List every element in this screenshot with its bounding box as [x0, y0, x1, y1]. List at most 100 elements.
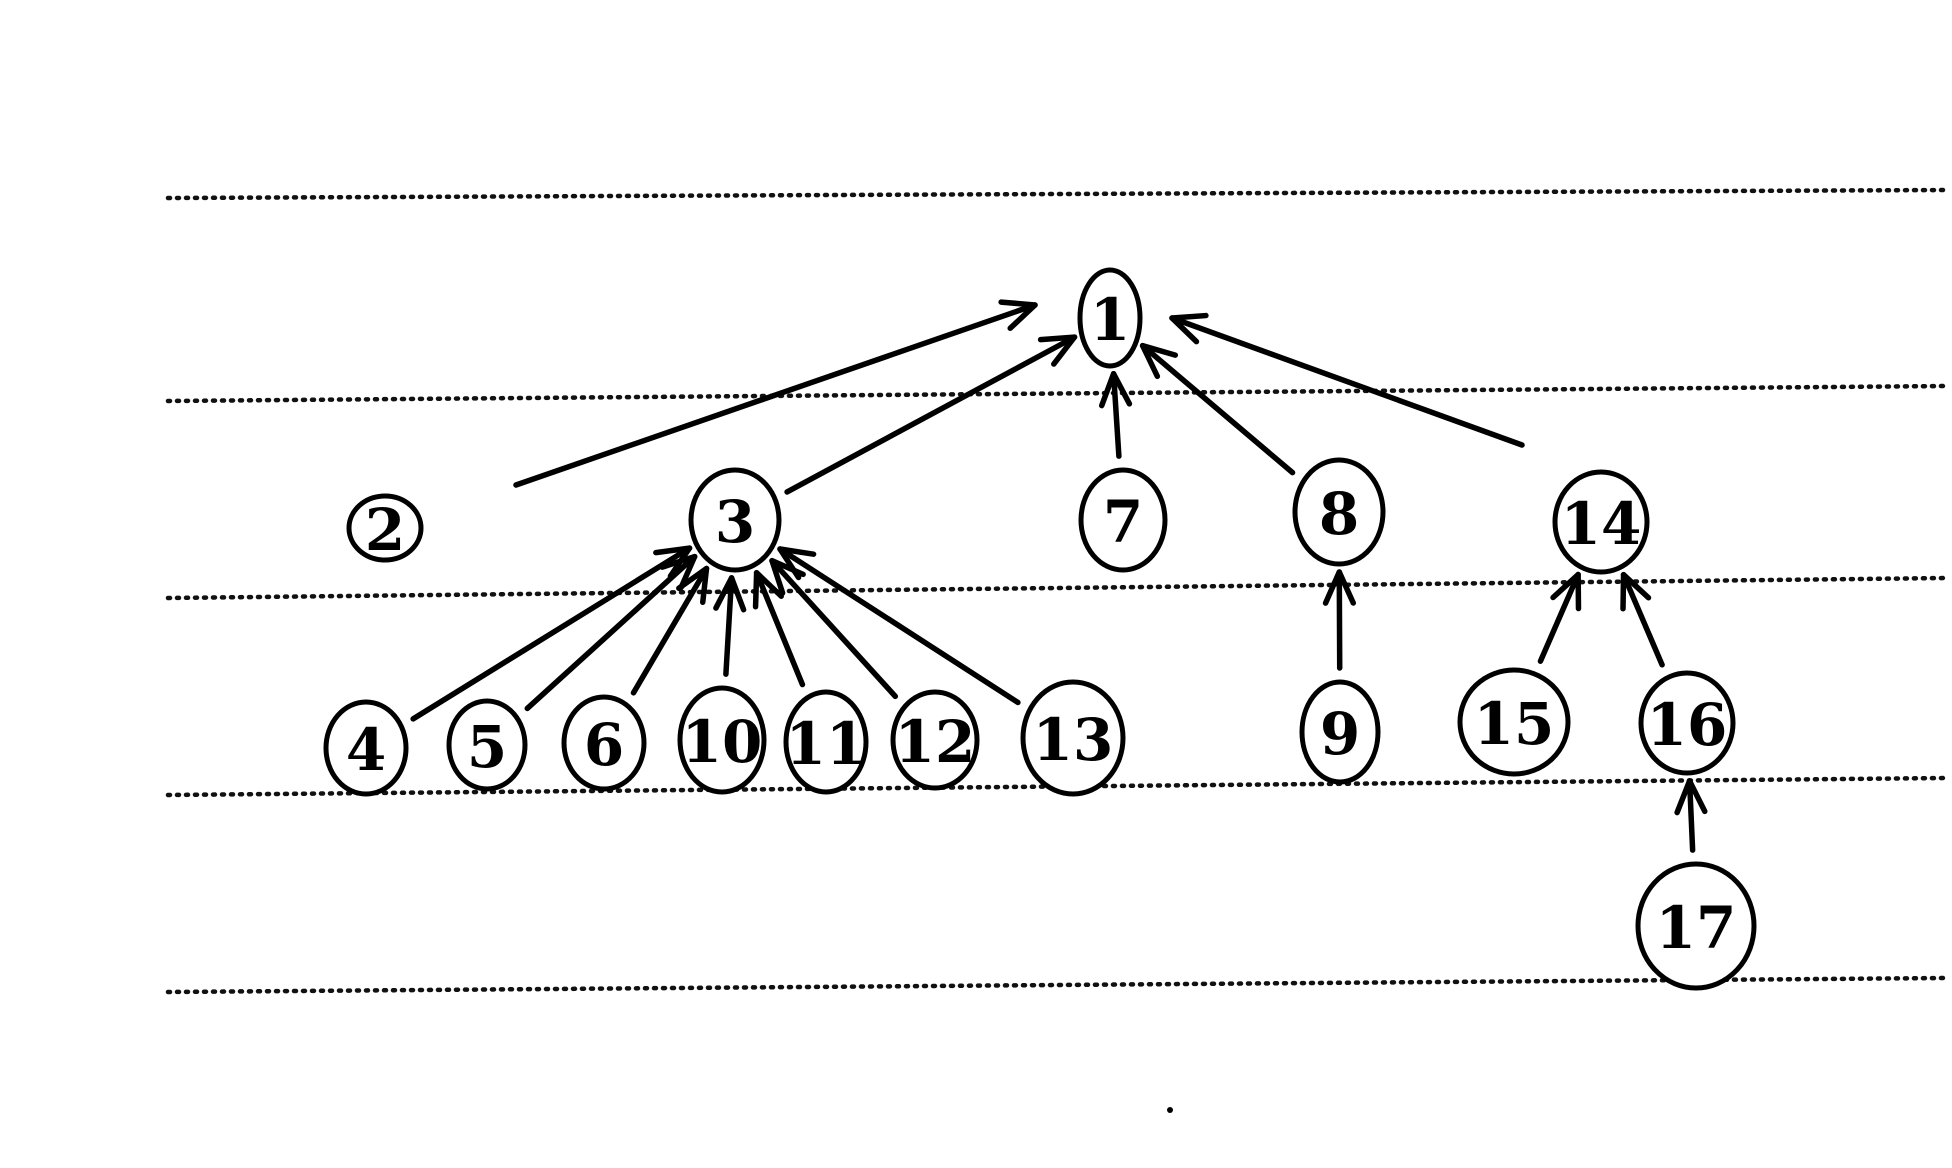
edge-11-to-3: [752, 569, 806, 688]
node-ring: [1020, 679, 1126, 797]
arrow-head: [1169, 312, 1209, 345]
node-2: 2: [346, 493, 424, 564]
edge-16-to-14: [1620, 571, 1665, 668]
edge-line: [1169, 315, 1525, 448]
node-label: 5: [467, 713, 507, 781]
node-label: 7: [1103, 488, 1143, 556]
node-label: 17: [1656, 894, 1737, 962]
edge-15-to-14: [1537, 571, 1582, 664]
edge-9-to-8: [1322, 569, 1357, 671]
edge-line: [524, 553, 698, 712]
node-label: 12: [895, 708, 976, 776]
node-ring: [1638, 670, 1736, 776]
node-ring: [1078, 467, 1168, 573]
edge-3-to-1: [784, 334, 1078, 495]
arrow-head: [1322, 569, 1357, 606]
node-ring: [346, 493, 424, 563]
dotted-rules: [165, 187, 1951, 995]
node-9: 9: [1299, 679, 1381, 785]
node-label: 15: [1474, 690, 1555, 758]
arrow-head: [676, 565, 710, 606]
node-label: 8: [1319, 480, 1359, 548]
node-17: 17: [1635, 861, 1757, 991]
node-ring: [561, 694, 647, 792]
arrow-head: [653, 545, 693, 579]
arrow-head: [713, 575, 747, 613]
node-label: 16: [1647, 691, 1728, 759]
edge-5-to-3: [524, 553, 698, 712]
edge-line: [1537, 571, 1581, 664]
edge-17-to-16: [1674, 778, 1708, 853]
node-label: 13: [1033, 706, 1114, 774]
node-4: 4: [323, 699, 409, 797]
edges: [410, 299, 1708, 853]
node-ring: [783, 689, 869, 795]
arrow-head: [998, 299, 1038, 332]
node-ring: [323, 699, 409, 797]
node-10: 10: [677, 685, 767, 795]
dotted-rule: [165, 383, 1951, 404]
node-ring: [677, 685, 767, 795]
edge-line: [1110, 370, 1122, 459]
arrow-head: [1550, 571, 1582, 612]
arrow-head: [1620, 571, 1652, 612]
node-label: 6: [584, 711, 624, 779]
edge-line: [784, 334, 1078, 495]
node-label: 14: [1561, 490, 1642, 558]
node-label: 1: [1090, 286, 1130, 354]
edge-8-to-1: [1139, 342, 1296, 476]
arrow-head: [1037, 334, 1078, 367]
arrow-head: [752, 569, 784, 610]
node-ring: [1635, 861, 1757, 991]
node-label: 9: [1320, 700, 1360, 768]
arrow-head: [777, 546, 817, 581]
node-1: 1: [1077, 267, 1143, 369]
node-16: 16: [1638, 670, 1736, 776]
node-11: 11: [783, 689, 869, 795]
node-ring: [688, 467, 782, 573]
node-5: 5: [446, 698, 528, 792]
node-ring: [890, 689, 980, 791]
node-13: 13: [1020, 679, 1126, 797]
node-ring: [1299, 679, 1381, 785]
edge-line: [1139, 342, 1296, 476]
dotted-rule: [165, 575, 1951, 601]
node-8: 8: [1292, 457, 1386, 567]
edge-line: [753, 569, 806, 688]
node-label: 3: [715, 488, 755, 556]
edge-line: [1620, 571, 1665, 668]
node-ring: [1292, 457, 1386, 567]
dotted-rule: [165, 975, 1951, 995]
edge-line: [410, 545, 693, 722]
arrow-head: [1674, 778, 1708, 816]
node-14: 14: [1552, 469, 1650, 575]
node-3: 3: [688, 467, 782, 573]
arrow-head: [1098, 370, 1133, 409]
node-ring: [1077, 267, 1143, 369]
node-ring: [1457, 667, 1571, 777]
arrow-head: [659, 553, 698, 591]
ink-dot: [1167, 1107, 1173, 1113]
edge-14-to-1: [1169, 312, 1525, 448]
node-label: 2: [365, 496, 405, 564]
edge-line: [777, 546, 1021, 706]
edge-line: [513, 302, 1038, 488]
node-6: 6: [561, 694, 647, 792]
edge-line: [630, 565, 710, 696]
edge-line: [769, 557, 899, 700]
edge-4-to-3: [410, 545, 693, 722]
node-ring: [1552, 469, 1650, 575]
edge-6-to-3: [630, 565, 710, 696]
node-12: 12: [890, 689, 980, 791]
node-label: 4: [346, 716, 386, 784]
dotted-rule: [165, 187, 1951, 201]
edge-7-to-1: [1098, 370, 1133, 459]
arrow-head: [1139, 342, 1179, 380]
node-7: 7: [1078, 467, 1168, 573]
edge-10-to-3: [713, 575, 747, 677]
node-label: 11: [786, 710, 867, 778]
edge-2-to-1: [513, 299, 1038, 488]
edge-13-to-3: [777, 546, 1021, 706]
